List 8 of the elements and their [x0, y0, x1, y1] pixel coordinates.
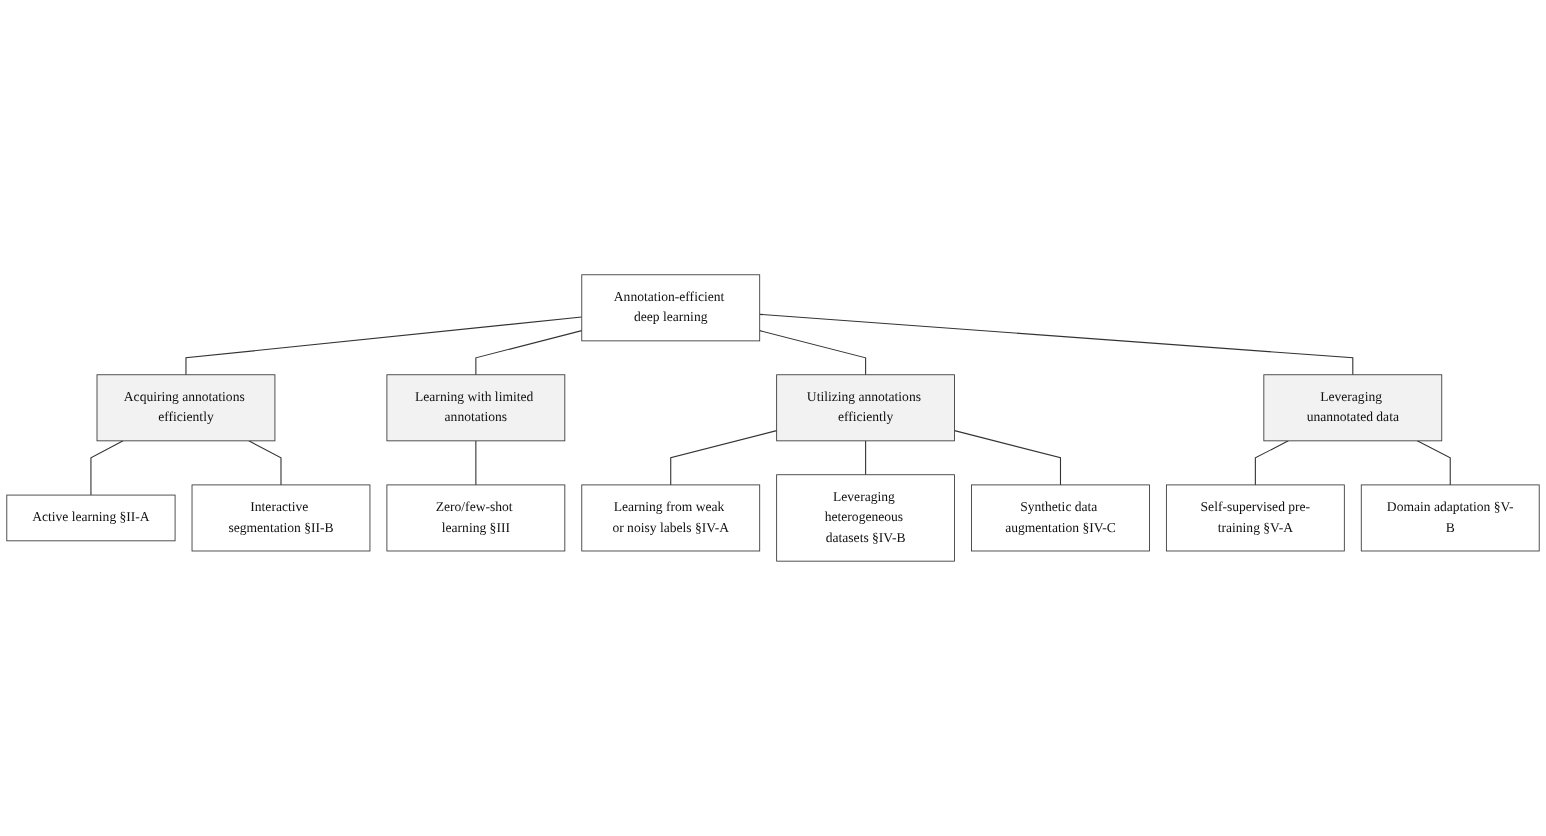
connector	[954, 430, 1062, 486]
connector	[865, 440, 867, 476]
connector	[185, 316, 583, 376]
connector	[475, 330, 583, 376]
connector	[475, 440, 477, 486]
connector	[759, 330, 867, 376]
connector	[670, 430, 778, 486]
connector	[759, 313, 1354, 376]
